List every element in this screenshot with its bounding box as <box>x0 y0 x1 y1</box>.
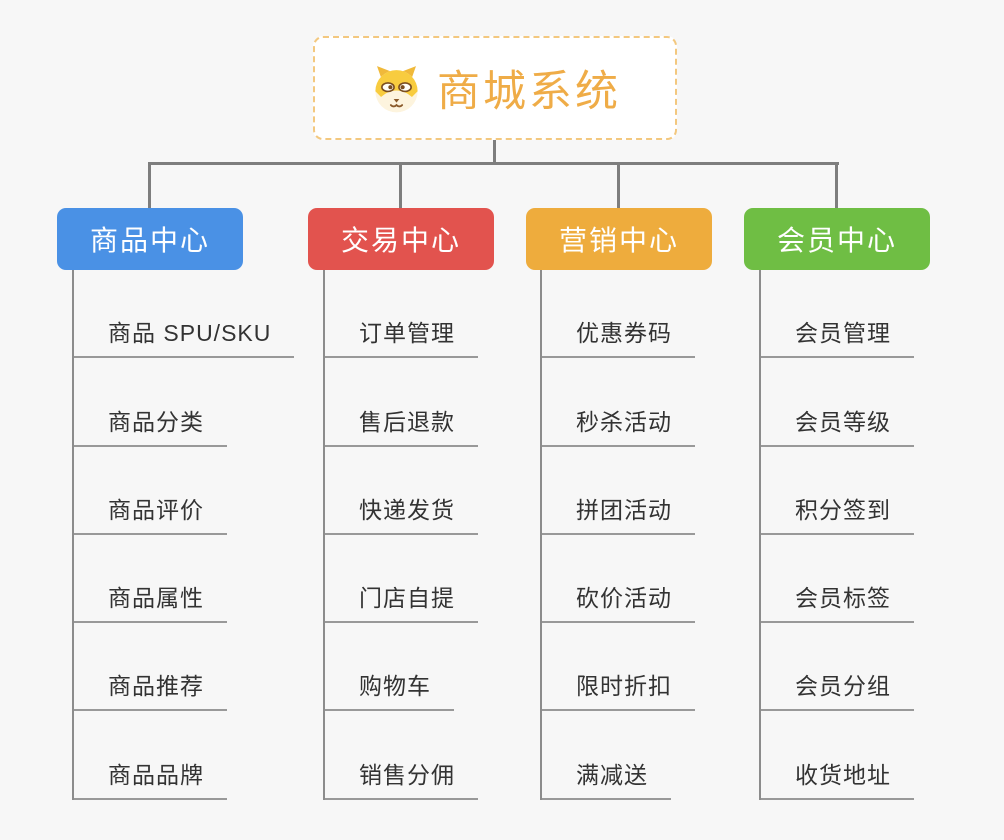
branch-marketing-items: 优惠券码 秒杀活动 拼团活动 砍价活动 限时折扣 满减送 <box>540 270 695 800</box>
branch-member-center[interactable]: 会员中心 <box>744 208 930 270</box>
doge-icon <box>375 66 418 113</box>
subtopic-item[interactable]: 限时折扣 <box>542 623 695 712</box>
connector-root-stem <box>493 140 496 164</box>
branch-product-center[interactable]: 商品中心 <box>57 208 243 270</box>
subtopic-item[interactable]: 商品品牌 <box>74 711 227 800</box>
subtopic-item[interactable]: 秒杀活动 <box>542 358 695 447</box>
subtopic-item[interactable]: 会员等级 <box>761 358 914 447</box>
subtopic-item[interactable]: 订单管理 <box>325 270 478 359</box>
connector-drop-member <box>835 164 838 209</box>
subtopic-item[interactable]: 会员标签 <box>761 535 914 624</box>
root-node[interactable]: 商城系统 <box>313 36 677 140</box>
connector-horizontal-bar <box>148 162 839 165</box>
subtopic-item[interactable]: 购物车 <box>325 623 454 712</box>
subtopic-item[interactable]: 商品属性 <box>74 535 227 624</box>
connector-drop-trade <box>399 164 402 209</box>
branch-member-items: 会员管理 会员等级 积分签到 会员标签 会员分组 收货地址 <box>759 270 914 800</box>
subtopic-item[interactable]: 优惠券码 <box>542 270 695 359</box>
subtopic-item[interactable]: 快递发货 <box>325 447 478 535</box>
root-title: 商城系统 <box>437 68 621 116</box>
subtopic-item[interactable]: 满减送 <box>542 711 671 800</box>
subtopic-item[interactable]: 会员分组 <box>761 623 914 712</box>
branch-product-items: 商品 SPU/SKU 商品分类 商品评价 商品属性 商品推荐 商品品牌 <box>72 270 295 800</box>
subtopic-item[interactable]: 门店自提 <box>325 535 478 624</box>
subtopic-item[interactable]: 砍价活动 <box>542 535 695 624</box>
subtopic-item[interactable]: 拼团活动 <box>542 447 695 535</box>
branch-trade-center[interactable]: 交易中心 <box>308 208 494 270</box>
connector-drop-marketing <box>617 164 620 209</box>
subtopic-item[interactable]: 销售分佣 <box>325 711 478 800</box>
subtopic-item[interactable]: 商品 SPU/SKU <box>74 270 295 359</box>
subtopic-item[interactable]: 售后退款 <box>325 358 478 447</box>
connector-drop-product <box>148 164 151 209</box>
subtopic-item[interactable]: 积分签到 <box>761 447 914 535</box>
subtopic-item[interactable]: 商品分类 <box>74 358 227 447</box>
branch-trade-items: 订单管理 售后退款 快递发货 门店自提 购物车 销售分佣 <box>323 270 478 800</box>
subtopic-item[interactable]: 收货地址 <box>761 711 914 800</box>
subtopic-item[interactable]: 会员管理 <box>761 270 914 359</box>
subtopic-item[interactable]: 商品评价 <box>74 447 227 535</box>
branch-marketing-center[interactable]: 营销中心 <box>526 208 712 270</box>
subtopic-item[interactable]: 商品推荐 <box>74 623 227 712</box>
